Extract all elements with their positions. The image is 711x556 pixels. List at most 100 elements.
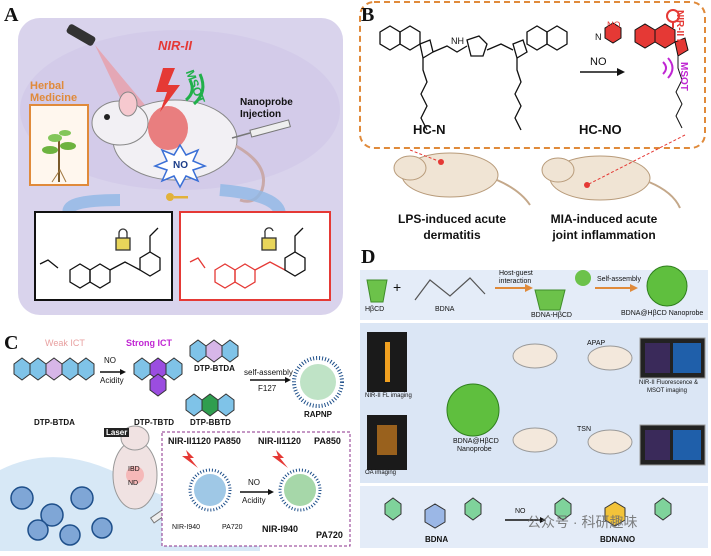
nh-label: NH	[451, 36, 464, 46]
bdnano-label: BDNANO	[600, 535, 636, 544]
panel-c: C Weak ICT Strong ICT NO Acidity DTP-BTD…	[0, 330, 355, 551]
f127-label: F127	[258, 384, 277, 393]
host-guest-label-1: Host-guest	[499, 270, 533, 277]
nanoparticle-cluster	[10, 486, 113, 546]
apap-label: APAP	[587, 340, 606, 347]
pa720-label: PA720	[222, 524, 243, 531]
laser-label: Laser	[104, 428, 130, 437]
nanoprobe-label-d: BDNA@HβCD Nanoprobe	[621, 310, 704, 317]
inset-particle-left	[188, 468, 232, 512]
no-label-c: NO	[104, 356, 116, 365]
nanoprobe-sphere-row2	[446, 383, 500, 437]
no-label-c2: NO	[248, 478, 260, 487]
pa720b-label: PA720	[316, 530, 343, 540]
bdna-label-row3: BDNA	[425, 535, 449, 544]
dtp-btda-structure	[13, 357, 95, 381]
hc-no-structure	[604, 22, 689, 129]
self-assembly-label-d: Self-assembly	[597, 276, 641, 283]
mouse-left-label-line2: dermatitis	[423, 228, 481, 242]
bdna-hbcd-np-label-2: Nanoprobe	[457, 446, 492, 453]
mouse-left-label-line1: LPS-induced acute	[397, 212, 507, 226]
nanoprobe-sphere-icon	[646, 265, 688, 307]
nir-i-940b-label: NIR-I940	[262, 524, 299, 534]
panel-c-label: C	[4, 332, 19, 354]
nir-msot-label-2: MSOT imaging	[647, 388, 687, 394]
dtp-btda2-structure	[189, 339, 239, 363]
mouse-d-top2	[587, 345, 633, 371]
msot-wave-icon	[185, 73, 205, 106]
panel-b-illustration	[359, 1, 706, 209]
key-icon	[166, 193, 188, 201]
probe-before-box	[34, 211, 173, 301]
syringe-icon	[231, 119, 291, 139]
dtp-btda2-label: DTP-BTDA	[194, 364, 235, 373]
mouse-d-bottom2	[587, 429, 633, 455]
panel-a-illustration	[18, 18, 343, 315]
probe-structure-after	[189, 227, 306, 289]
nd-label: ND	[128, 480, 139, 487]
dtp-tbtd-structure	[133, 357, 183, 397]
reaction-arrow-label: NO	[590, 56, 607, 68]
hc-n-structure	[379, 25, 568, 131]
panel-a-label: A	[4, 4, 19, 26]
hbcd-cup-icon	[366, 279, 388, 303]
no-label-d: NO	[515, 508, 526, 515]
nir-fl-label: NIR-II FI	[674, 10, 685, 48]
hc-n-label: HC-N	[413, 122, 446, 137]
acidity-label-c: Acidity	[100, 376, 124, 385]
rapnp-label: RAPNP	[304, 410, 333, 419]
hbcd-label: HβCD	[365, 306, 385, 313]
mouse-right-label-line1: MIA-induced acute	[550, 212, 658, 226]
lightning-icon	[156, 68, 180, 112]
lightning-c1	[182, 450, 198, 468]
left-dashed-line	[409, 149, 442, 163]
probe-structure-before	[39, 227, 161, 289]
nir-ii-1120-label: NIR-II1120	[168, 436, 212, 446]
no-group-label: NO	[607, 20, 621, 30]
nanoprobe-injection-label: Nanoprobe Injection	[240, 97, 293, 120]
probe-after-box	[179, 211, 331, 301]
fluorescence-bulb-icon	[666, 9, 680, 28]
weak-ict-label: Weak ICT	[45, 338, 85, 348]
panel-d-illustration: +	[360, 265, 708, 548]
self-assembly-label-c: self-assembly	[244, 368, 293, 377]
oa-label: OA imaging	[365, 470, 397, 476]
svg-text:+: +	[393, 279, 401, 295]
nir-fl-label-d: NIR-II FL imaging	[365, 393, 412, 399]
msot-wave-icon-b	[662, 57, 674, 79]
n-label: N	[595, 32, 602, 42]
herb-plant-icon	[42, 130, 76, 183]
lightning-c2	[272, 450, 288, 468]
bdnano-structure-row3	[554, 497, 672, 527]
panel-c-illustration	[0, 339, 351, 551]
acidity-label-c2: Acidity	[242, 496, 266, 505]
mouse-left-b	[393, 152, 531, 206]
watermark-text: 公众号 · 科研趣味	[527, 514, 638, 530]
mouse-right-b	[541, 155, 681, 209]
dtp-btda-label: DTP-BTDA	[34, 418, 75, 427]
dtp-bbtd-structure	[185, 393, 235, 417]
nir-i-940-label: NIR-I940	[172, 524, 201, 531]
bdna-structure-row3	[384, 497, 482, 529]
bdna-label: BDNA	[435, 306, 455, 313]
pa850-label: PA850	[214, 436, 241, 446]
dtp-bbtd-label: DTP-BBTD	[190, 418, 231, 427]
extra-cup-icon	[575, 270, 591, 286]
strong-ict-label: Strong ICT	[126, 338, 172, 348]
bdna-hbcd-label: BDNA-HβCD	[531, 312, 572, 319]
inset-particle-right	[278, 468, 322, 512]
nir-ii-label: NIR-II	[158, 38, 192, 53]
panel-d-label: D	[361, 246, 376, 268]
panel-a: A NIR-II MSOT Herbal Medicine Nanoprobe …	[0, 0, 355, 325]
mouse-illustration	[91, 91, 265, 203]
panel-b-label: B	[361, 4, 375, 26]
host-guest-label-2: interaction	[499, 278, 532, 285]
no-burst-label: NO	[173, 160, 188, 171]
bdna-hbcd-icon	[534, 289, 566, 311]
bdna-molecule-icon	[414, 277, 486, 301]
msot-label-b: MSOT	[678, 62, 689, 91]
rapnp-nanoparticle	[292, 356, 344, 408]
mouse-d-top	[512, 343, 558, 369]
dtp-tbtd-label: DTP-TBTD	[134, 418, 174, 427]
ibd-label: IBD	[128, 466, 140, 473]
